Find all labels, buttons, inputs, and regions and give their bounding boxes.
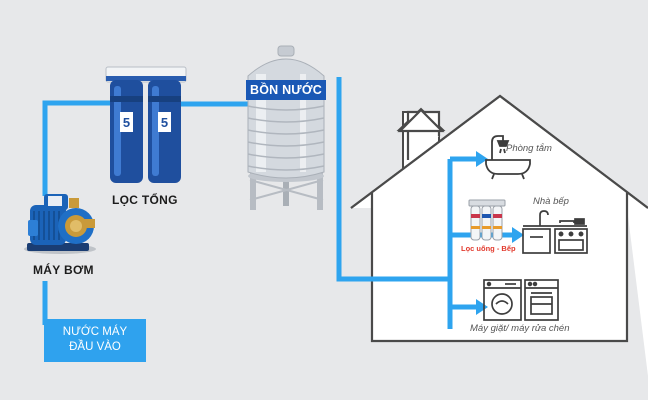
arrow-laundry [476, 299, 488, 315]
laundry-label: Máy giặt/ máy rửa chén [470, 323, 570, 334]
stainless-tank-icon [246, 45, 326, 210]
arrow-kitchen [512, 227, 524, 243]
dual-housing-filter-icon: 5 5 [105, 66, 187, 183]
under-sink-filter-icon [468, 199, 506, 241]
inlet-line-1: NƯỚC MÁY [62, 326, 128, 338]
pipe-tank-to-house [336, 77, 450, 282]
chimney-cap [397, 108, 445, 133]
water-inlet-box: NƯỚC MÁY ĐẦU VÀO [44, 319, 146, 362]
arrow-bathroom [476, 151, 488, 167]
pump-label: MÁY BƠM [33, 263, 94, 277]
kitchen-label: Nhà bếp [533, 196, 569, 207]
svg-text:5: 5 [161, 115, 168, 130]
drinking-filter-label: Lọc uống - Bếp [461, 244, 516, 253]
inlet-line-2: ĐẦU VÀO [69, 341, 121, 353]
washer-dishwasher-icon [483, 279, 559, 321]
bathroom-label: Phòng tắm [506, 143, 552, 154]
kitchen-counter-icon [522, 210, 588, 254]
bathtub-shower-icon [485, 135, 531, 180]
tank-label: BỒN NƯỚC [250, 83, 322, 97]
filter-label: LỌC TỔNG [112, 193, 178, 207]
pipe-pump-to-filter [42, 100, 113, 196]
house-wall-line [370, 193, 629, 343]
water-pump-icon [24, 194, 96, 254]
house-roof-line [350, 94, 648, 209]
svg-text:5: 5 [123, 115, 130, 130]
pipe-arrows [476, 151, 524, 315]
